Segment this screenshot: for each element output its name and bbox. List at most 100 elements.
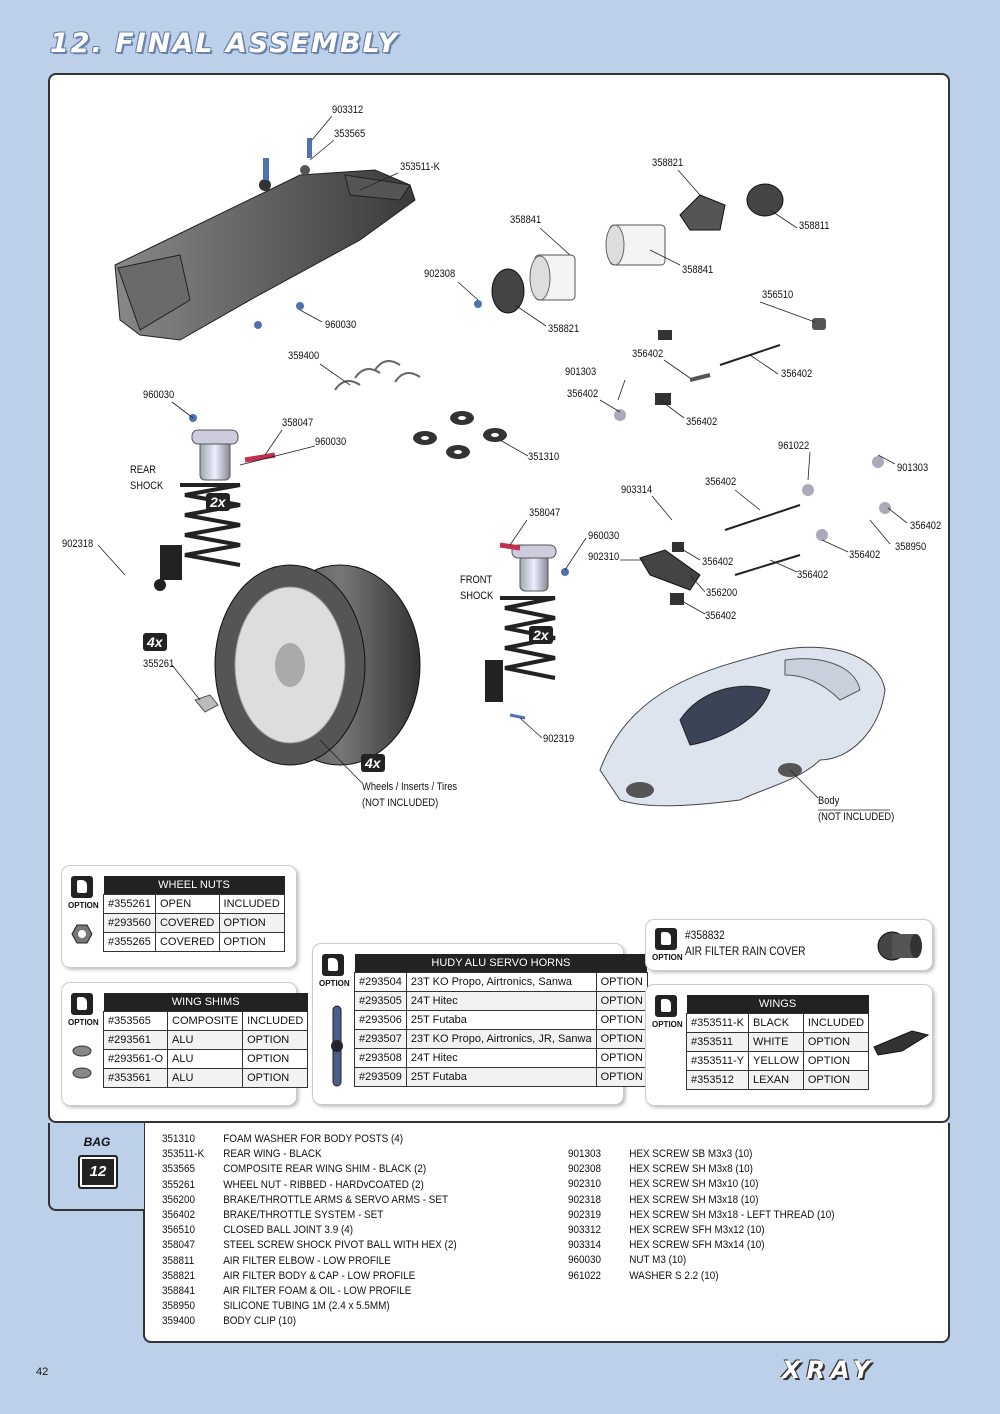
label-358950: 358950 bbox=[895, 541, 927, 553]
table-cell: #355261 bbox=[103, 894, 156, 914]
label-356402-h: 356402 bbox=[702, 556, 734, 568]
wheel-tire bbox=[194, 564, 421, 766]
label-903314: 903314 bbox=[621, 484, 653, 496]
brake-throttle-linkage bbox=[614, 318, 891, 605]
table-cell: #293506 bbox=[354, 1010, 407, 1030]
table-cell: #353561 bbox=[102, 1068, 169, 1088]
body-clips-and-washers bbox=[334, 360, 421, 391]
bag-label: BAG bbox=[83, 1135, 111, 1149]
quantity-badge-wheel-nut: 4x bbox=[143, 633, 167, 651]
part-number: 358950 bbox=[162, 1300, 196, 1313]
option-card-air-filter: OPTION #358832 AIR FILTER RAIN COVER bbox=[646, 920, 932, 970]
part-description: BRAKE/THROTTLE SYSTEM - SET bbox=[223, 1209, 384, 1222]
label-960030-wing: 960030 bbox=[325, 319, 357, 331]
part-description: AIR FILTER BODY & CAP - LOW PROFILE bbox=[223, 1269, 416, 1282]
part-description: NUT M3 (10) bbox=[629, 1254, 687, 1267]
part-number: 902308 bbox=[568, 1163, 602, 1176]
part-description: HEX SCREW SH M3x10 (10) bbox=[629, 1178, 759, 1191]
part-number: 902310 bbox=[568, 1178, 602, 1191]
label-359400: 359400 bbox=[288, 350, 320, 362]
part-number: 353565 bbox=[162, 1163, 196, 1176]
wings-title: WINGS bbox=[686, 995, 869, 1014]
table-cell: INCLUDED bbox=[242, 1011, 309, 1031]
table-cell: OPTION bbox=[595, 1010, 648, 1030]
part-description: BODY CLIP (10) bbox=[223, 1315, 297, 1328]
label-902310: 902310 bbox=[588, 551, 620, 563]
table-cell: OPTION bbox=[218, 932, 286, 952]
label-356402-i: 356402 bbox=[797, 569, 829, 581]
wheel-nuts-title: WHEEL NUTS bbox=[103, 876, 285, 895]
part-number: 356510 bbox=[162, 1224, 196, 1237]
table-cell: #353511-K bbox=[685, 1013, 750, 1033]
quantity-badge-rear-shock: 2x bbox=[206, 493, 230, 511]
table-cell: COVERED bbox=[154, 932, 220, 952]
part-number: 960030 bbox=[568, 1254, 602, 1267]
table-cell: ALU bbox=[167, 1049, 244, 1069]
part-number: 359400 bbox=[162, 1315, 196, 1328]
label-960030-front: 960030 bbox=[588, 530, 620, 542]
label-356402-g: 356402 bbox=[849, 549, 881, 561]
parts-list-box bbox=[143, 1123, 950, 1343]
table-cell: ALU bbox=[167, 1030, 244, 1050]
table-cell: INCLUDED bbox=[218, 894, 286, 914]
table-cell: COMPOSITE bbox=[167, 1011, 244, 1031]
part-number: 903314 bbox=[568, 1239, 602, 1252]
part-number: 355261 bbox=[162, 1178, 196, 1191]
label-356402-f: 356402 bbox=[910, 520, 942, 532]
label-358047-front: 358047 bbox=[529, 507, 561, 519]
part-number: 358841 bbox=[162, 1285, 196, 1298]
table-cell: OPEN bbox=[154, 894, 220, 914]
table-cell: OPTION bbox=[242, 1068, 309, 1088]
label-358821-bottom: 358821 bbox=[548, 323, 580, 335]
option-label: OPTION bbox=[319, 979, 350, 988]
table-cell: OPTION bbox=[802, 1051, 870, 1071]
label-356510: 356510 bbox=[762, 289, 794, 301]
table-cell: #293508 bbox=[354, 1048, 407, 1068]
table-cell: 25T Futaba bbox=[405, 1010, 597, 1030]
table-cell: LEXAN bbox=[748, 1070, 804, 1090]
wing-icon bbox=[873, 1030, 930, 1056]
label-front-shock: FRONT bbox=[460, 574, 493, 586]
table-cell: BLACK bbox=[748, 1013, 804, 1033]
servo-horn-icon bbox=[331, 1005, 343, 1087]
part-number: 356402 bbox=[162, 1209, 196, 1222]
label-rear-shock-2: SHOCK bbox=[130, 480, 164, 492]
table-cell: 25T Futaba bbox=[405, 1067, 597, 1087]
part-number: 356200 bbox=[162, 1193, 196, 1206]
page-title: 12. FINAL ASSEMBLY bbox=[50, 28, 400, 59]
parts-list-row: 902310 HEX SCREW SH M3x10 (10) bbox=[568, 1177, 835, 1192]
label-356402-a: 356402 bbox=[632, 348, 664, 360]
table-cell: OPTION bbox=[595, 972, 648, 992]
label-353511-k: 353511-K bbox=[400, 161, 440, 173]
thumbs-up-icon bbox=[71, 876, 93, 898]
label-902308: 902308 bbox=[424, 268, 456, 280]
label-355261: 355261 bbox=[143, 658, 175, 670]
part-description: SILICONE TUBING 1M (2.4 x 5.5MM) bbox=[223, 1300, 390, 1313]
quantity-badge-front-shock: 2x bbox=[529, 626, 553, 644]
table-cell: 23T KO Propo, Airtronics, Sanwa bbox=[405, 972, 597, 992]
option-label: OPTION bbox=[652, 953, 683, 962]
label-961022: 961022 bbox=[778, 440, 810, 452]
part-description: HEX SCREW SH M3x18 (10) bbox=[629, 1193, 759, 1206]
air-filter-code: #358832 bbox=[685, 928, 725, 942]
label-356402-e: 356402 bbox=[705, 476, 737, 488]
